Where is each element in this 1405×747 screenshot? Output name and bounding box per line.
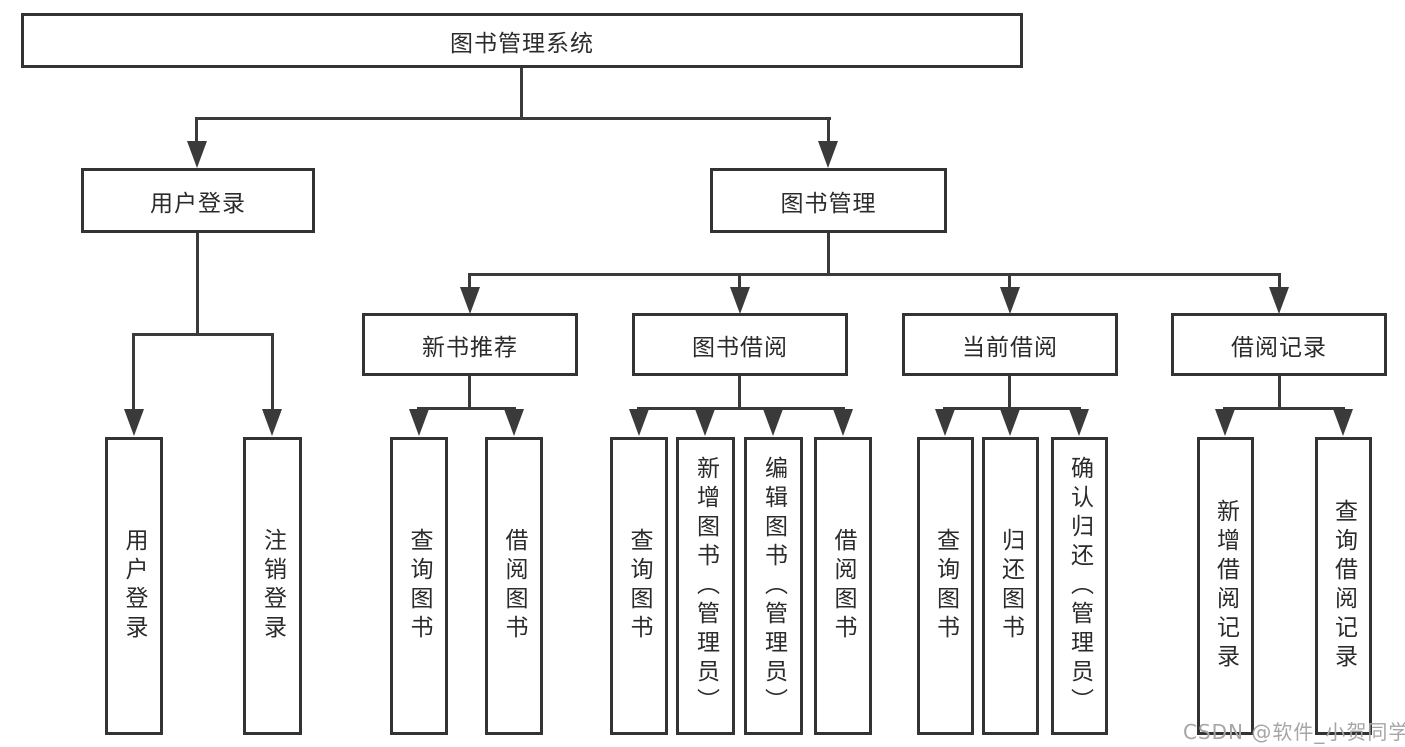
csdn-watermark: CSDN @软件_小贺同学 [1183, 720, 1405, 744]
arrowhead-br-add [1215, 409, 1235, 436]
node-user-login-label: 用户登录 [150, 190, 246, 217]
node-book-borrow-label: 图书借阅 [692, 334, 788, 361]
edge-book-mgmt-drop-2 [738, 273, 741, 291]
edge-root-bar [195, 117, 831, 120]
arrowhead-bb-search [629, 409, 649, 436]
edge-borrow-record-stem [1278, 376, 1281, 407]
leaf-br-add-record: 新增借阅记录 [1197, 437, 1254, 735]
arrowhead-borrow-record [1269, 287, 1289, 314]
edge-book-mgmt-drop-1 [468, 273, 471, 291]
leaf-rec-borrow-books-label: 借阅图书 [501, 528, 527, 644]
arrowhead-cb-return [1000, 409, 1020, 436]
leaf-bb-search-books-label: 查询图书 [626, 528, 652, 644]
arrowhead-bb-borrow [833, 409, 853, 436]
node-root: 图书管理系统 [21, 13, 1023, 68]
edge-current-borrow-stem [1008, 376, 1011, 407]
node-current-borrow: 当前借阅 [902, 313, 1118, 376]
leaf-bb-search-books: 查询图书 [610, 437, 668, 735]
node-new-book-rec: 新书推荐 [362, 313, 578, 376]
edge-book-mgmt-drop-3 [1008, 273, 1011, 291]
leaf-cb-search-books: 查询图书 [917, 437, 974, 735]
node-current-borrow-label: 当前借阅 [962, 334, 1058, 361]
edge-book-borrow-bar [637, 407, 845, 410]
leaf-rec-borrow-books: 借阅图书 [485, 437, 543, 735]
arrowhead-user-login [187, 141, 207, 168]
edge-new-book-rec-bar [417, 407, 516, 410]
edge-book-borrow-stem [738, 376, 741, 407]
arrowhead-br-search [1333, 409, 1353, 436]
edge-book-mgmt-stem [827, 233, 830, 273]
arrowhead-cb-search [935, 409, 955, 436]
node-book-mgmt: 图书管理 [710, 168, 947, 233]
arrowhead-bb-add [695, 409, 715, 436]
leaf-rec-search-books-label: 查询图书 [406, 528, 432, 644]
leaf-bb-edit-books-label: 编辑图书（管理员） [760, 455, 787, 717]
leaf-br-search-record: 查询借阅记录 [1315, 437, 1372, 735]
leaf-rec-search-books: 查询图书 [390, 437, 448, 735]
node-new-book-rec-label: 新书推荐 [422, 334, 518, 361]
leaf-bb-add-books: 新增图书（管理员） [676, 437, 735, 735]
edge-borrow-record-bar [1223, 407, 1345, 410]
edge-user-login-drop-1 [132, 333, 135, 413]
arrowhead-new-book-rec [460, 287, 480, 314]
arrowhead-book-mgmt [818, 141, 838, 168]
leaf-bb-borrow-books: 借阅图书 [814, 437, 872, 735]
arrowhead-leaf-user-login [124, 409, 144, 436]
node-borrow-record-label: 借阅记录 [1231, 334, 1327, 361]
arrowhead-bb-edit [763, 409, 783, 436]
edge-book-mgmt-bar [468, 273, 1281, 276]
node-book-borrow: 图书借阅 [632, 313, 848, 376]
leaf-cb-return-books: 归还图书 [982, 437, 1039, 735]
edge-root-drop-book-mgmt [827, 117, 830, 145]
arrowhead-cb-confirm [1069, 409, 1089, 436]
arrowhead-rec-search [409, 409, 429, 436]
node-user-login: 用户登录 [81, 168, 315, 233]
edge-new-book-rec-stem [468, 376, 471, 407]
leaf-br-add-record-label: 新增借阅记录 [1212, 499, 1239, 673]
edge-root-drop-user-login [195, 117, 198, 145]
edge-book-mgmt-drop-4 [1278, 273, 1281, 291]
arrowhead-current-borrow [1000, 287, 1020, 314]
leaf-bb-borrow-books-label: 借阅图书 [830, 528, 856, 644]
leaf-logout: 注销登录 [243, 437, 302, 735]
leaf-cb-confirm-return-label: 确认归还（管理员） [1066, 455, 1093, 717]
arrowhead-book-borrow [730, 287, 750, 314]
arrowhead-leaf-logout [262, 409, 282, 436]
edge-current-borrow-bar [943, 407, 1081, 410]
leaf-logout-label: 注销登录 [259, 528, 286, 644]
leaf-bb-edit-books: 编辑图书（管理员） [744, 437, 803, 735]
leaf-cb-search-books-label: 查询图书 [932, 528, 959, 644]
leaf-cb-return-books-label: 归还图书 [997, 528, 1024, 644]
edge-user-login-drop-2 [271, 333, 274, 413]
leaf-bb-add-books-label: 新增图书（管理员） [692, 455, 719, 717]
leaf-user-login: 用户登录 [105, 437, 163, 735]
edge-user-login-bar [132, 333, 273, 336]
leaf-br-search-record-label: 查询借阅记录 [1330, 499, 1357, 673]
leaf-user-login-label: 用户登录 [121, 528, 147, 644]
node-book-mgmt-label: 图书管理 [780, 190, 877, 217]
node-root-label: 图书管理系统 [450, 30, 594, 57]
edge-root-stem [520, 68, 523, 117]
arrowhead-rec-borrow [504, 409, 524, 436]
edge-user-login-stem [196, 233, 199, 333]
leaf-cb-confirm-return: 确认归还（管理员） [1051, 437, 1108, 735]
node-borrow-record: 借阅记录 [1171, 313, 1387, 376]
